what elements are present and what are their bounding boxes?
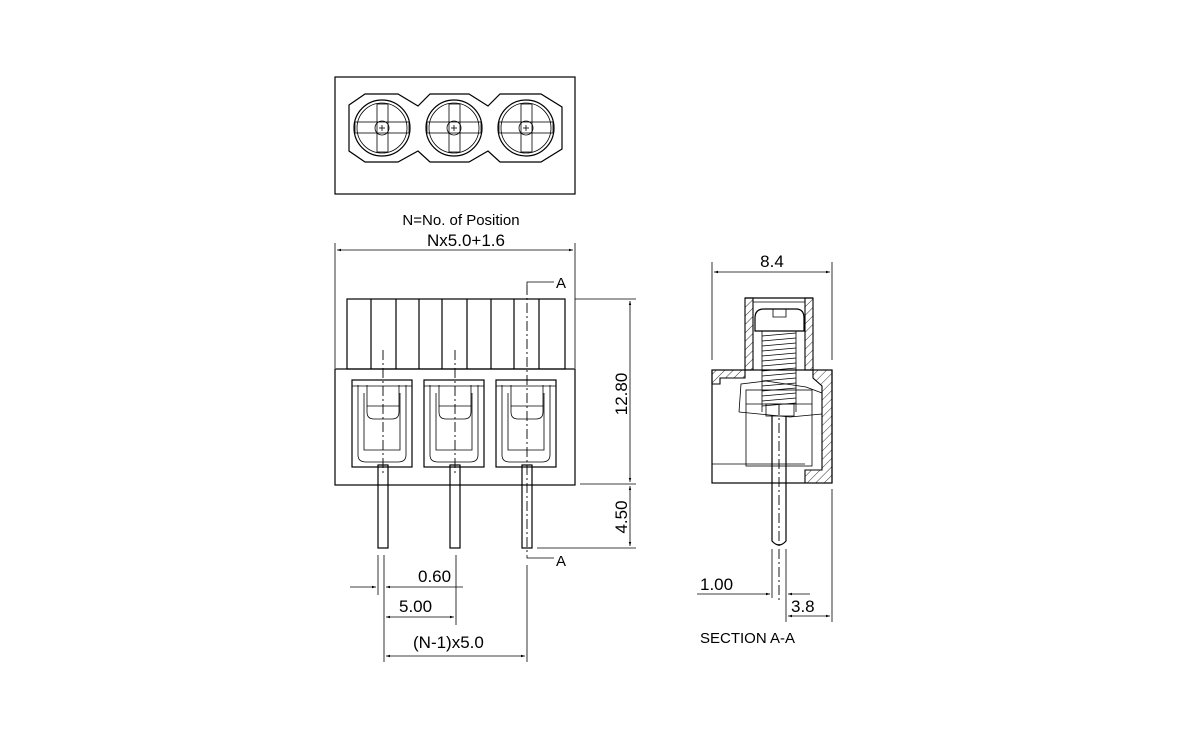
front-view <box>334 285 576 555</box>
screw-head-2 <box>425 99 483 157</box>
section-view: 8.4 <box>711 252 833 600</box>
section-marker-top: A <box>556 275 566 292</box>
pin-2 <box>449 464 461 549</box>
height-value: 12.80 <box>612 373 631 416</box>
screw-head-1 <box>353 99 411 157</box>
total-pitch-value: (N-1)x5.0 <box>413 633 484 652</box>
side-pin-offset-value: 3.8 <box>791 597 815 616</box>
overall-width-formula: Nx5.0+1.6 <box>427 231 505 250</box>
clamp-window-1 <box>351 379 413 468</box>
position-note: N=No. of Position <box>402 212 519 229</box>
clamp-window-3 <box>495 379 557 468</box>
screw-head-3 <box>497 99 555 157</box>
clamp-window-2 <box>423 379 485 468</box>
pin-3 <box>521 464 533 549</box>
section-label: SECTION A-A <box>700 630 795 647</box>
screw-thread <box>761 331 797 412</box>
pin-1 <box>377 464 389 549</box>
side-pin-dia-value: 1.00 <box>700 575 733 594</box>
pin-length-value: 4.50 <box>612 500 631 533</box>
top-view <box>334 76 576 195</box>
top-view-frame <box>334 76 576 195</box>
top-view-housing-outline <box>348 93 563 163</box>
section-marker-bottom: A <box>556 553 566 570</box>
pitch-value: 5.00 <box>399 597 432 616</box>
side-width-value: 8.4 <box>760 252 784 271</box>
pin-width-value: 0.60 <box>418 567 451 586</box>
